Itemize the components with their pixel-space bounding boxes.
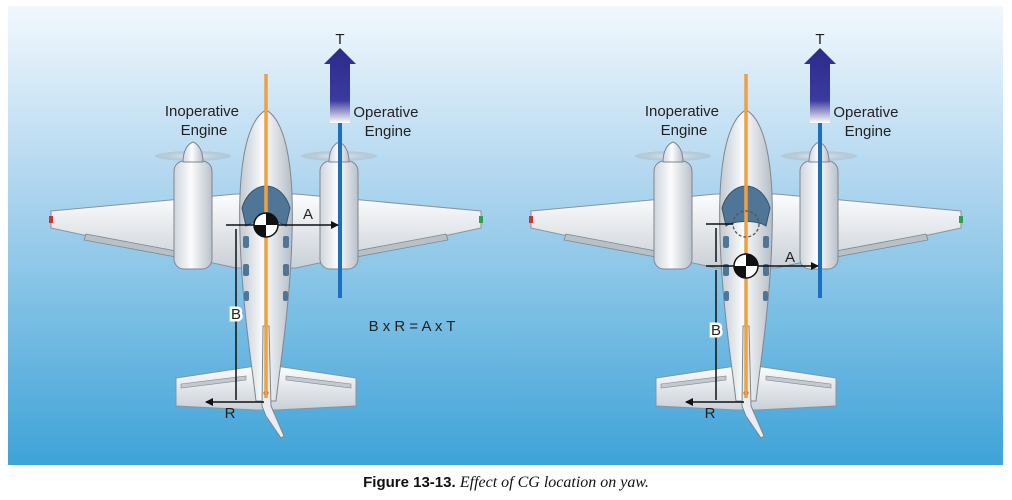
label-r-right: R — [705, 405, 716, 422]
label-operative-left: Operative Engine — [353, 104, 422, 140]
label-a-right: A — [785, 249, 795, 266]
label-inoperative-left: Inoperative Engine — [165, 103, 243, 139]
label-b-left: B — [231, 306, 241, 323]
thrust-label-left: T — [335, 31, 344, 48]
figure-caption: Figure 13-13. Effect of CG location on y… — [0, 474, 1012, 492]
figure-caption-text: Effect of CG location on yaw. — [459, 474, 649, 491]
label-operative-line1-right: Operative — [833, 104, 898, 121]
label-b-right: B — [711, 322, 721, 339]
thrust-arrow-left — [324, 48, 356, 123]
label-inoperative-line1-left: Inoperative — [165, 103, 239, 120]
thrust-label-right: T — [815, 31, 824, 48]
label-inoperative-right: Inoperative Engine — [645, 103, 723, 139]
figure-panel: T A B R Inoperative Engine Operative Eng… — [8, 6, 1003, 465]
thrust-arrow-right — [804, 48, 836, 123]
figure-number: Figure 13-13. — [363, 474, 456, 491]
label-inoperative-line1-right: Inoperative — [645, 103, 719, 120]
label-inoperative-line2-left: Engine — [181, 122, 228, 139]
label-operative-line1-left: Operative — [353, 104, 418, 121]
cg-symbol-right — [733, 253, 759, 279]
label-operative-right: Operative Engine — [833, 104, 902, 140]
diagram-right: T A B R Inoperative Engine Operative Eng… — [528, 31, 964, 439]
label-operative-line2-left: Engine — [365, 123, 412, 140]
label-inoperative-line2-right: Engine — [661, 122, 708, 139]
equation-text: B x R = A x T — [369, 318, 456, 335]
label-a-left: A — [303, 206, 313, 223]
cg-symbol-left — [253, 212, 279, 238]
label-operative-line2-right: Engine — [845, 123, 892, 140]
diagram-left: T A B R Inoperative Engine Operative Eng… — [48, 31, 484, 439]
label-r-left: R — [225, 405, 236, 422]
